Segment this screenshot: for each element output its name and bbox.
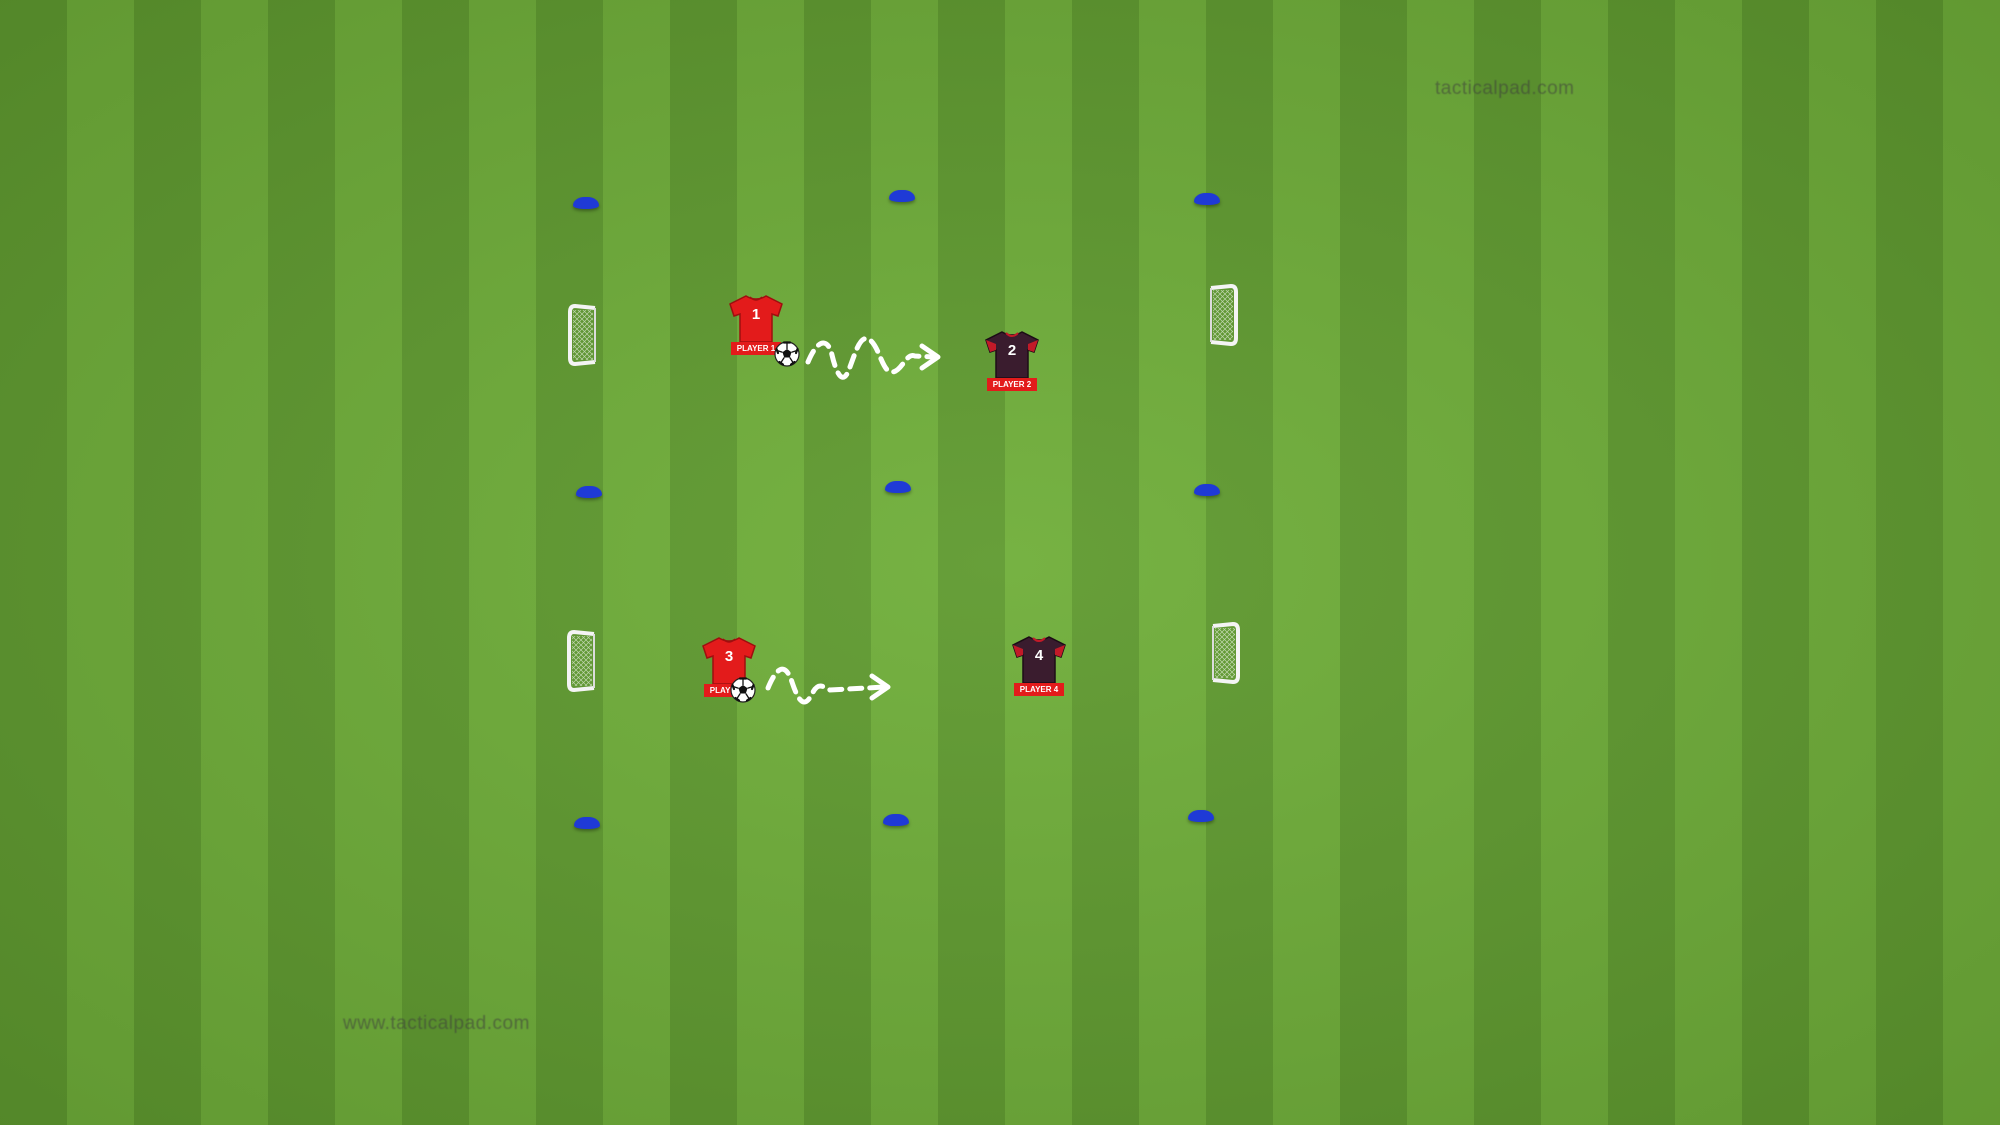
player-name-label: PLAYER 1 [731, 342, 781, 355]
cone-icon[interactable] [1188, 810, 1214, 822]
red-jersey-icon [729, 295, 783, 343]
cone-icon[interactable] [1194, 193, 1220, 205]
mini-goal-icon[interactable] [567, 304, 601, 366]
player-name-label: PLAYER 2 [987, 378, 1037, 391]
player-2-marker[interactable]: 2 PLAYER 2 [984, 330, 1040, 400]
dark-jersey-icon [985, 331, 1039, 379]
mini-goal-icon[interactable] [566, 630, 600, 692]
dribble-arrow-player-1 [805, 336, 938, 380]
cone-icon[interactable] [573, 197, 599, 209]
cone-icon[interactable] [576, 486, 602, 498]
watermark-top: tacticalpad.com [1435, 78, 1575, 99]
jersey-number: 4 [1034, 647, 1044, 664]
jersey-number: 2 [1007, 342, 1017, 359]
cone-icon[interactable] [889, 190, 915, 202]
player-name-label: PLAYER 4 [1014, 683, 1064, 696]
jersey-number: 1 [751, 306, 761, 323]
player-4-marker[interactable]: 4 PLAYER 4 [1011, 635, 1067, 705]
soccer-ball-icon[interactable] [774, 341, 800, 367]
mini-goal-icon[interactable] [1205, 284, 1239, 346]
cone-icon[interactable] [885, 481, 911, 493]
player-1-marker[interactable]: 1 PLAYER 1 [728, 294, 784, 364]
dribble-arrow-player-3 [765, 666, 888, 705]
mini-goal-icon[interactable] [1207, 622, 1241, 684]
jersey-number: 3 [724, 648, 734, 665]
cone-icon[interactable] [1194, 484, 1220, 496]
red-jersey-icon [702, 637, 756, 685]
dark-jersey-icon [1012, 636, 1066, 684]
cone-icon[interactable] [883, 814, 909, 826]
soccer-ball-icon[interactable] [730, 677, 756, 703]
cone-icon[interactable] [574, 817, 600, 829]
watermark-bottom: www.tacticalpad.com [343, 1013, 530, 1034]
